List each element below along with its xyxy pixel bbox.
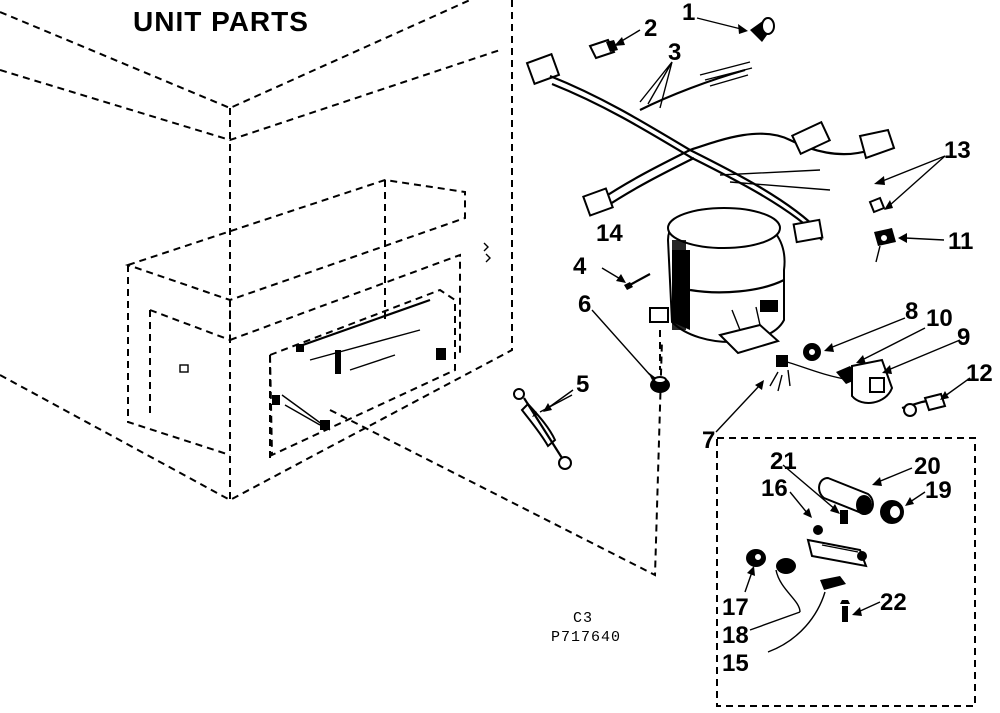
callout-1: 1: [682, 0, 695, 26]
callout-17: 17: [722, 594, 749, 621]
callout-7: 7: [702, 427, 715, 454]
compressor: [649, 207, 786, 355]
callout-13: 13: [944, 137, 971, 164]
callout-22: 22: [880, 589, 907, 616]
callout-8: 8: [905, 298, 918, 325]
diagram-code-line1: C3: [573, 610, 593, 627]
part-11-13-clip: [868, 196, 896, 263]
callout-3: 3: [668, 39, 681, 66]
part-5-drier: [513, 388, 573, 470]
callout-14: 14: [596, 220, 623, 247]
callout-11: 11: [948, 228, 973, 255]
callout-numbers: 1 2 3 4 5 6 7 8 9 10 11 12 13 14 15 16 1…: [573, 0, 993, 677]
callout-10: 10: [926, 305, 953, 332]
callout-20: 20: [914, 453, 941, 480]
capacitor-kit-parts: [746, 476, 904, 653]
callout-4: 4: [573, 253, 587, 280]
callout-6: 6: [578, 291, 591, 318]
callout-21: 21: [770, 448, 797, 475]
callout-18: 18: [722, 622, 749, 649]
callout-9: 9: [957, 324, 970, 351]
diagram-title: UNIT PARTS: [133, 6, 309, 37]
callout-12: 12: [966, 360, 993, 387]
part-1-lamp-bulb: [750, 17, 775, 42]
part-2-terminal: [588, 38, 618, 60]
part-4-pin: [627, 273, 651, 287]
wiring-harness: [525, 52, 896, 244]
callout-16: 16: [761, 475, 788, 502]
refrigerator-cabinet-outline: [0, 0, 513, 501]
relay-overload-cluster: [769, 343, 947, 417]
callout-2: 2: [644, 15, 657, 42]
part-6-grommet: [591, 309, 670, 393]
callout-5: 5: [576, 371, 589, 398]
callout-19: 19: [925, 477, 952, 504]
callout-leaders: [543, 17, 971, 631]
capacitor-kit-inset: [716, 437, 976, 707]
callout-15: 15: [722, 650, 749, 677]
cabinet-details: [179, 242, 491, 431]
assembly-leader-line: [329, 339, 663, 577]
diagram-code-line2: P717640: [551, 629, 621, 646]
